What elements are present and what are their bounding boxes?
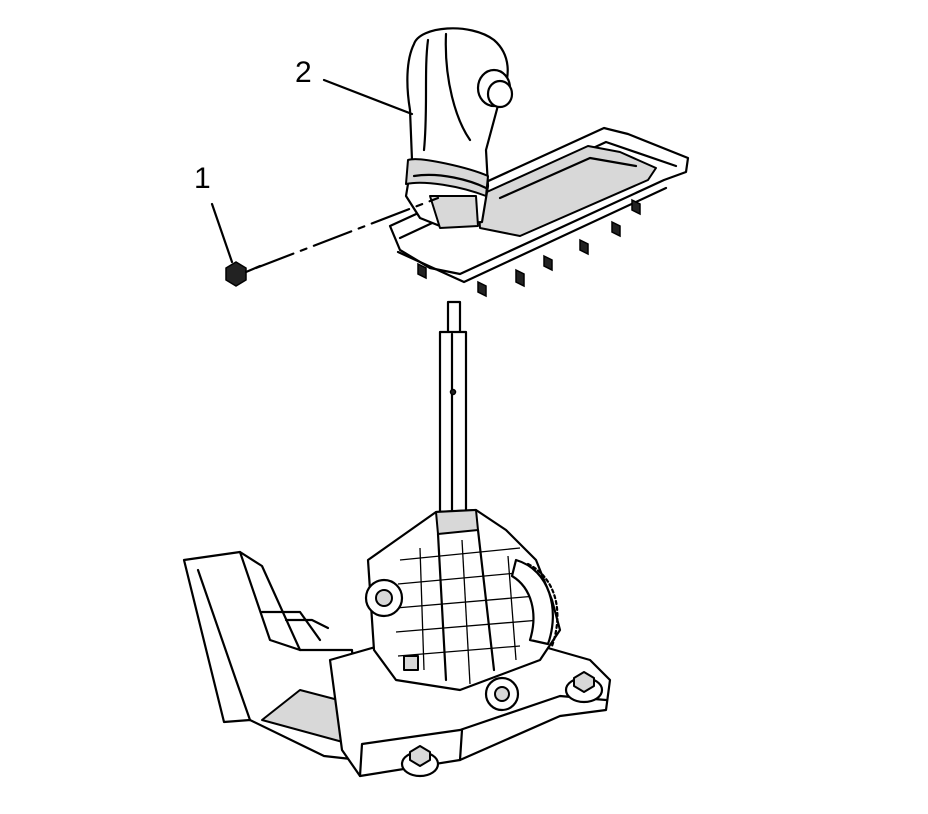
shift-knob-button	[476, 68, 514, 109]
leader-line-1	[210, 202, 234, 264]
shift-knob-assembly	[388, 27, 690, 298]
shift-knob	[404, 27, 514, 229]
leader-line-2	[322, 78, 414, 116]
callout-label-2: 2	[295, 56, 312, 89]
mounting-bolt-icon	[400, 745, 440, 778]
mounting-bolt-icon	[564, 671, 604, 704]
shifter-bezel	[388, 126, 690, 298]
callout-leaders	[210, 78, 414, 264]
callout-label-1: 1	[194, 162, 211, 195]
shifter-base	[182, 508, 612, 778]
shift-lever-shaft	[438, 300, 468, 514]
bolt-icon	[225, 196, 440, 287]
